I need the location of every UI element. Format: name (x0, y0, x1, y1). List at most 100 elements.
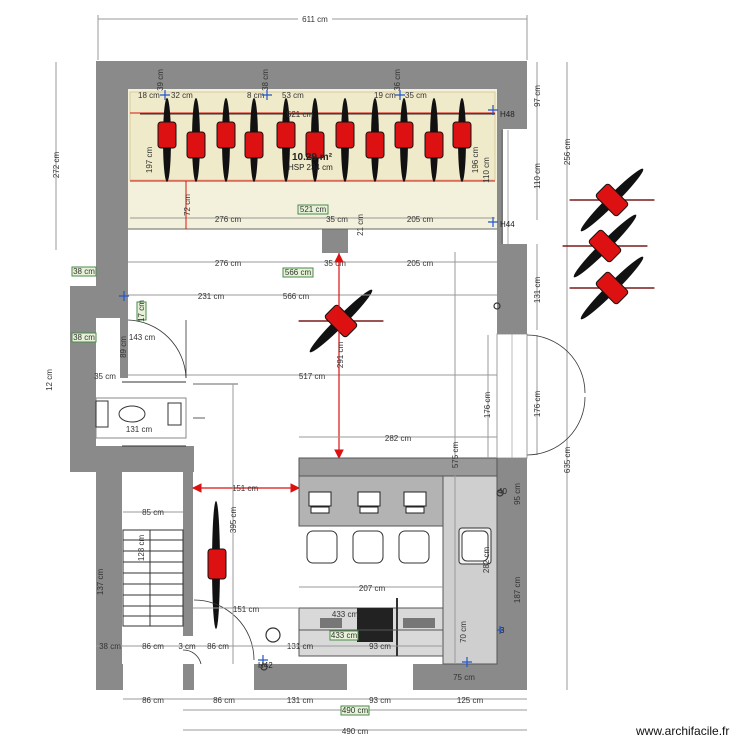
dim-38a: 38 cm (73, 267, 95, 276)
dim-93a: 93 cm (369, 642, 391, 651)
dim-131-wc: 131 cm (126, 425, 153, 434)
fan-icon (186, 98, 206, 182)
dim-137: 137 cm (96, 569, 105, 596)
dim-521: 521 cm (300, 205, 327, 214)
dim-35b: 35 cm (324, 259, 346, 268)
dim-b93: 93 cm (369, 696, 391, 705)
marker-h48: H48 (500, 110, 515, 119)
dim-197: 197 cm (145, 147, 154, 174)
dim-151a: 151 cm (232, 484, 259, 493)
fan-icon (452, 98, 472, 182)
door-arc (182, 649, 202, 665)
marker-3: 3 (500, 626, 505, 635)
dim-205b: 205 cm (407, 259, 434, 268)
chair-icon (306, 530, 338, 564)
dim-128: 128 cm (137, 535, 146, 562)
dim-85: 85 cm (142, 508, 164, 517)
red-dimensions (191, 252, 344, 493)
dim-b86a: 86 cm (142, 696, 164, 705)
dim-21: 21 cm (356, 214, 365, 236)
fan-icon (244, 98, 264, 182)
dim-611: 611 cm (302, 15, 328, 24)
fan-icon (365, 98, 385, 182)
monitors (308, 491, 427, 514)
dim-35a: 35 cm (326, 215, 348, 224)
dim-566a: 566 cm (285, 268, 312, 277)
dim-38-bottom: 38 cm (99, 642, 121, 651)
dim-151b: 151 cm (233, 605, 260, 614)
door-arc (526, 334, 586, 394)
dim-143: 143 cm (129, 333, 156, 342)
dim-86: 86 cm (142, 642, 164, 651)
dim-38b: 38 cm (73, 333, 95, 342)
dim-433b: 433 cm (331, 631, 358, 640)
dim-12: 12 cm (45, 369, 54, 391)
room-area: 10.29 m² (292, 152, 333, 163)
dim-176: 176 cm (483, 392, 492, 419)
dim-36: 36 cm (393, 69, 402, 91)
dim-490b: 490 cm (342, 727, 369, 736)
dim-395: 395 cm (229, 507, 238, 534)
right-dimensions: 256 cm 635 cm 97 cm 110 cm 131 cm 176 cm (533, 62, 572, 690)
dim-566b: 566 cm (283, 292, 310, 301)
dim-75: 75 cm (453, 673, 475, 682)
toilet-room (95, 381, 187, 447)
dim-256: 256 cm (563, 139, 572, 166)
dim-97: 97 cm (533, 85, 542, 107)
band-dimensions: 276 cm 35 cm 205 cm 521 cm 521 cm 21 cm … (130, 69, 495, 236)
monitor-icon (403, 491, 427, 514)
dim-131b: 131 cm (287, 642, 314, 651)
dim-38: 38 cm (261, 69, 270, 91)
dim-176-right: 176 cm (533, 391, 542, 418)
dim-231: 231 cm (198, 292, 225, 301)
monitor-icon (308, 491, 332, 514)
dim-110: 110 cm (533, 163, 542, 189)
dim-575: 575 cm (451, 442, 460, 469)
doors (127, 319, 586, 665)
chair-icon (398, 530, 430, 564)
bottom-dimensions: 86 cm 86 cm 131 cm 93 cm 125 cm 490 cm 4… (123, 696, 527, 736)
fan-icon (562, 214, 648, 278)
fan-icon (157, 98, 177, 182)
dim-521-top: 521 cm (287, 110, 314, 119)
stairs (122, 529, 184, 627)
dim-72: 72 cm (183, 194, 192, 216)
fan-icon (569, 256, 655, 320)
upper-main-dimensions: 276 cm 35 cm 205 cm 566 cm 231 cm 566 cm… (71, 259, 497, 381)
dim-187: 187 cm (513, 577, 522, 604)
dim-282b: 282 cm (482, 547, 491, 574)
chairs (306, 527, 492, 565)
chair-icon (352, 530, 384, 564)
door-arc (526, 396, 586, 456)
dim-b86b: 86 cm (213, 696, 235, 705)
dim-32: 32 cm (171, 91, 193, 100)
ceiling-fans (157, 98, 655, 629)
dim-517: 517 cm (299, 372, 326, 381)
marker-h44: H44 (500, 220, 515, 229)
dim-39: 39 cm (156, 69, 165, 91)
dim-272: 272 cm (52, 152, 61, 179)
dim-70: 70 cm (459, 621, 468, 643)
door-arc (193, 599, 255, 661)
dim-196: 196 cm (471, 147, 480, 174)
door-arc (127, 319, 187, 379)
fan-icon (216, 98, 236, 182)
marker-h42: H42 (258, 661, 273, 670)
dim-282: 282 cm (385, 434, 412, 443)
middle-dimensions: 282 cm 575 cm 176 cm 395 cm 207 cm 151 c… (96, 252, 522, 682)
fan-icon (569, 168, 655, 232)
dim-276a: 276 cm (215, 215, 242, 224)
dim-95: 95 cm (513, 483, 522, 505)
left-height-dimensions: 272 cm 12 cm (45, 62, 61, 391)
fan-icon (424, 98, 444, 182)
dim-8: 8 cm (247, 91, 265, 100)
monitor-icon (357, 491, 381, 514)
fan-icon (207, 501, 227, 629)
dim-207: 207 cm (359, 584, 386, 593)
dim-86-mid: 86 cm (207, 642, 229, 651)
walls (70, 61, 527, 690)
dim-433a: 433 cm (332, 610, 359, 619)
dim-205a: 205 cm (407, 215, 434, 224)
dim-35: 35 cm (94, 372, 116, 381)
